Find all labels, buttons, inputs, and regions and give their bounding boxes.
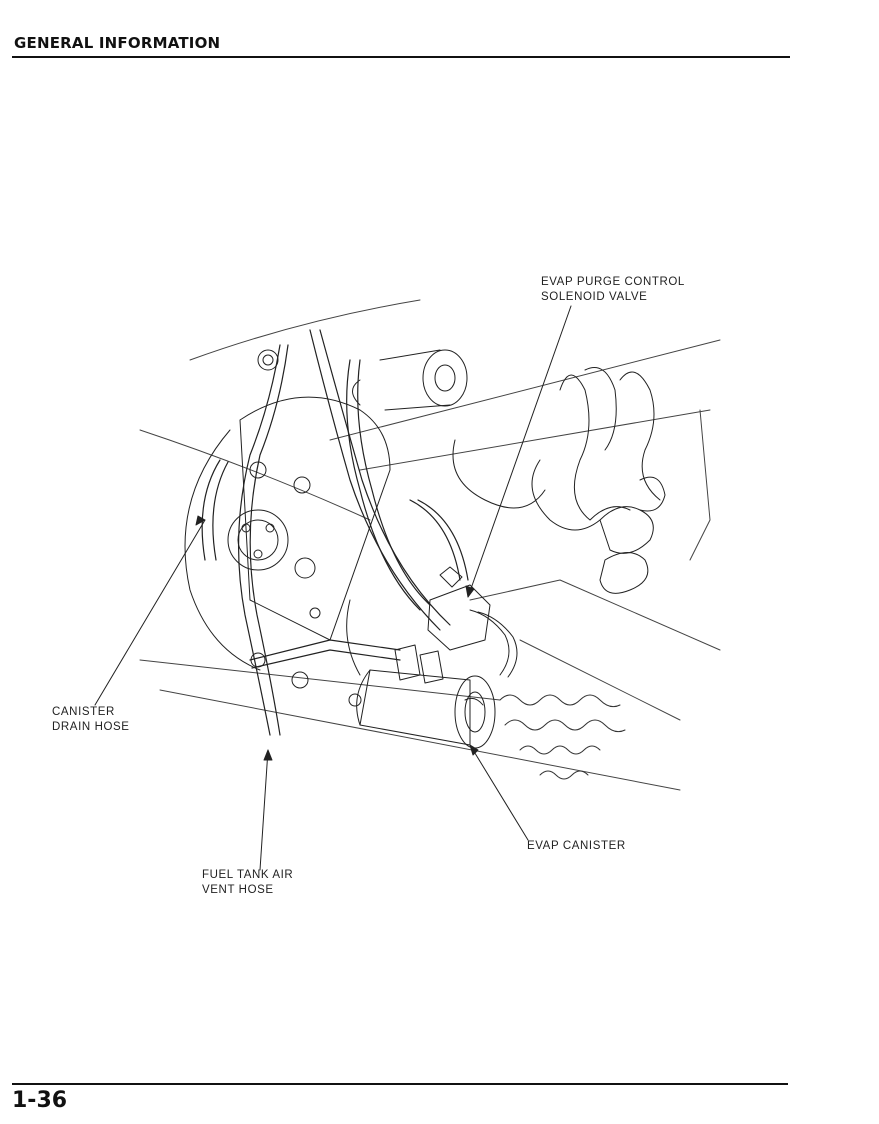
callout-evap-canister: EVAP CANISTER xyxy=(527,839,626,854)
section-title: GENERAL INFORMATION xyxy=(14,34,221,52)
footer-rule xyxy=(12,1083,788,1085)
callout-line: FUEL TANK AIR xyxy=(202,869,294,881)
leader-lines xyxy=(94,305,572,871)
callout-purge-control-solenoid-valve: EVAP PURGE CONTROL SOLENOID VALVE xyxy=(541,275,685,305)
page-number: 1-36 xyxy=(12,1088,68,1113)
callout-line: CANISTER xyxy=(52,706,115,718)
engine-cover xyxy=(184,349,391,671)
callout-line: SOLENOID VALVE xyxy=(541,291,648,303)
purge-valve xyxy=(427,566,518,678)
callout-line: VENT HOSE xyxy=(202,884,274,896)
header-rule xyxy=(12,56,790,58)
upper-tube xyxy=(352,349,468,411)
callout-line: EVAP PURGE CONTROL xyxy=(541,276,685,288)
callout-line: DRAIN HOSE xyxy=(52,721,130,733)
callout-fuel-tank-air-vent-hose: FUEL TANK AIR VENT HOSE xyxy=(202,868,293,898)
callout-line: EVAP CANISTER xyxy=(527,840,626,852)
callout-canister-drain-hose: CANISTER DRAIN HOSE xyxy=(52,705,130,735)
hoses xyxy=(201,329,469,736)
frame-lines xyxy=(139,299,721,791)
wavy-lines xyxy=(499,694,626,780)
bolts xyxy=(250,607,362,707)
engine-fins xyxy=(452,367,666,594)
evap-canister xyxy=(346,599,496,749)
